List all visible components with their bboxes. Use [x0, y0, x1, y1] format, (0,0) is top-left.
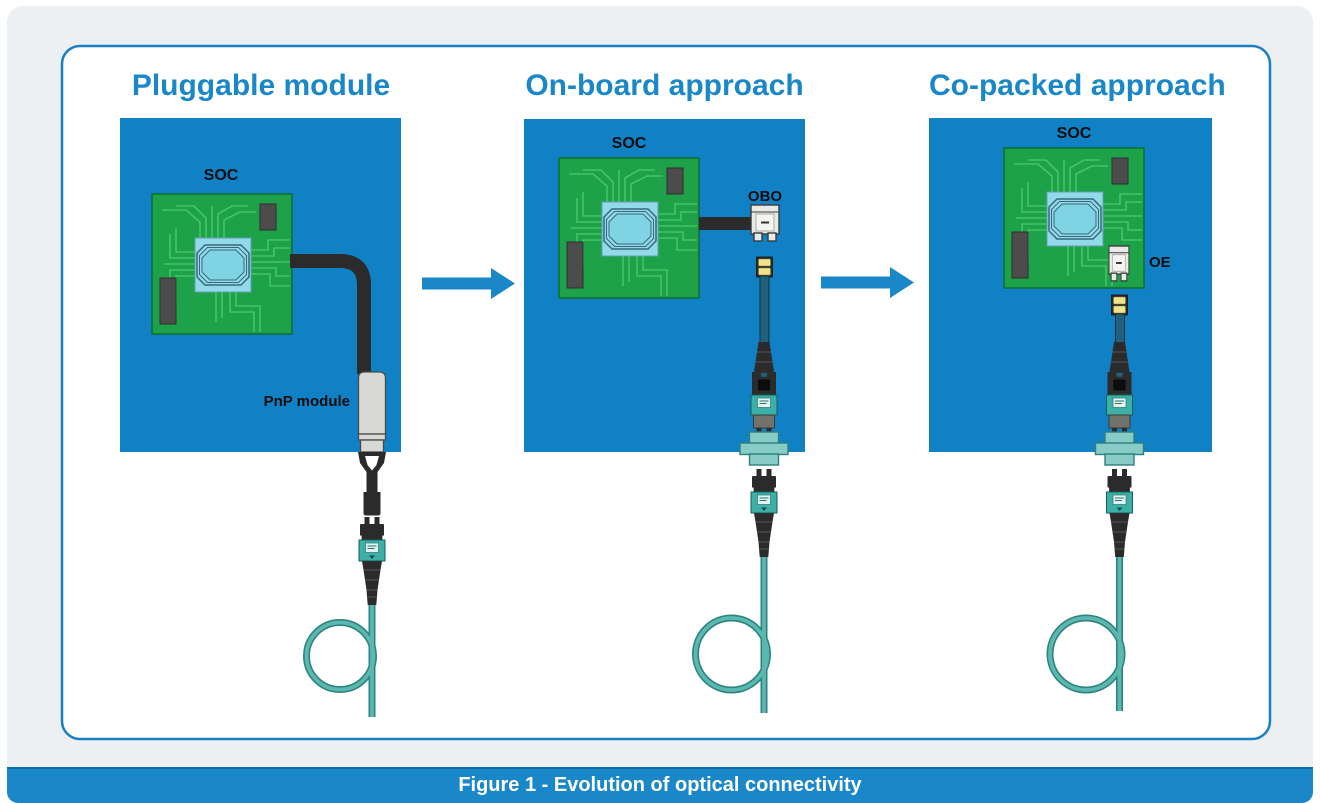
fiber-loop [692, 557, 771, 713]
soc-label: SOC [203, 167, 239, 184]
column-title-copacked: Co-packed approach [929, 69, 1226, 102]
mt-ferrule [1111, 294, 1128, 316]
column-title-pluggable: Pluggable module [131, 69, 391, 102]
figure-caption: Figure 1 - Evolution of optical connecti… [7, 767, 1313, 803]
pull-bail [358, 452, 386, 516]
fiber-loop [303, 605, 377, 717]
soc-pcb [151, 193, 293, 335]
copper-cable [699, 217, 751, 230]
pnp-module-label: PnP module [263, 393, 350, 410]
soc-label: SOC [611, 135, 647, 152]
pnp-module [357, 371, 387, 516]
obo-label: OBO [747, 188, 783, 205]
fiber-loop [1046, 557, 1126, 711]
mt-ferrule [756, 256, 773, 278]
oe-label: OE [1149, 254, 1171, 271]
soc-pcb [558, 157, 700, 299]
on-board-diagram [524, 119, 805, 713]
co-packed-diagram [929, 118, 1212, 711]
pluggable-module-diagram [120, 118, 401, 717]
column-title-onboard: On-board approach [525, 69, 804, 102]
diagram-artwork [60, 44, 1272, 741]
copper-cable [290, 254, 371, 374]
soc-label: SOC [1056, 125, 1092, 142]
figure-canvas: Pluggable module On-board approach Co-pa… [7, 6, 1313, 803]
optical-jumper [759, 275, 770, 349]
